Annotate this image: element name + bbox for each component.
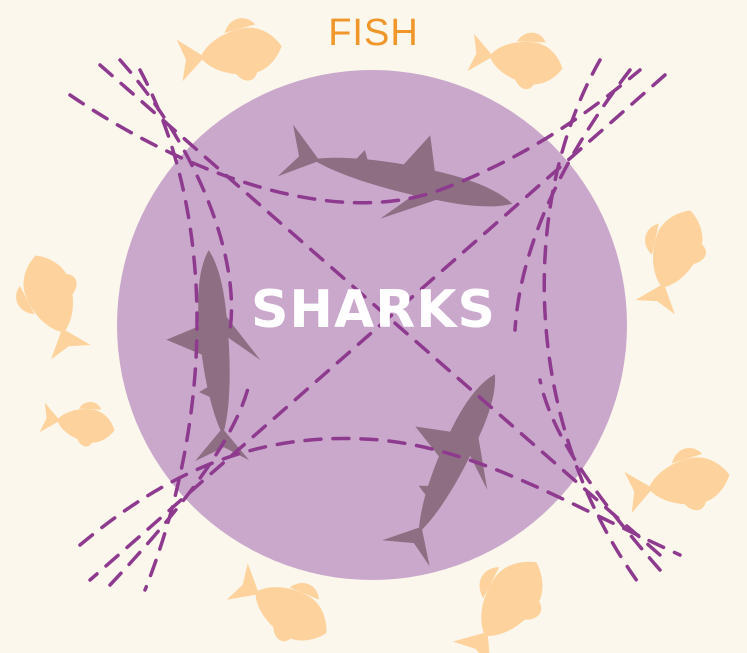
fish-icon xyxy=(622,442,734,522)
fish-set-label: FISH xyxy=(0,12,747,55)
sharks-set-label: SHARKS xyxy=(0,280,747,340)
fish-icon xyxy=(39,394,119,451)
